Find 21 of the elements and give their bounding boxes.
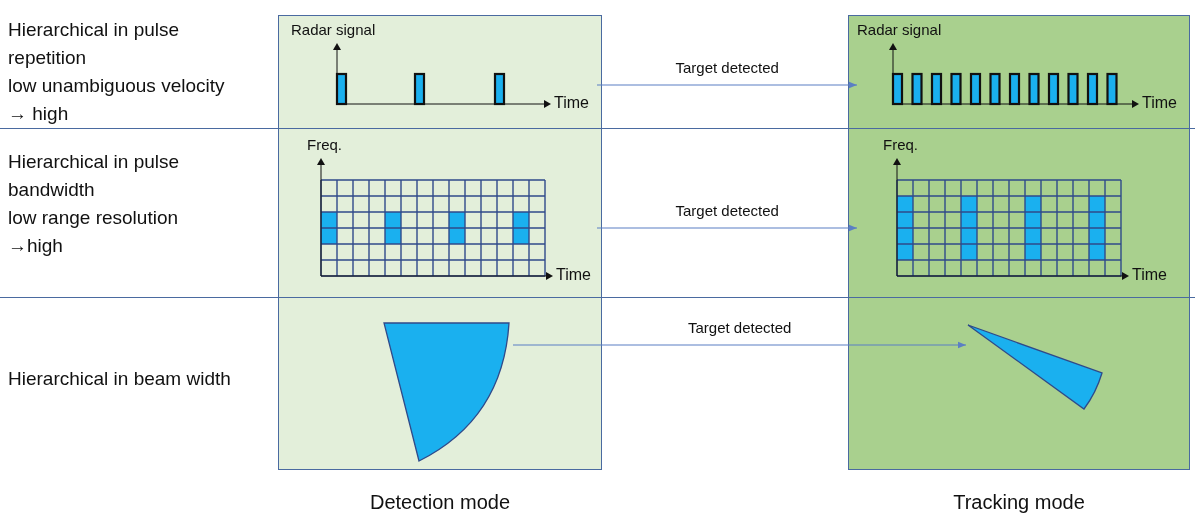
arrow <box>596 224 858 232</box>
row-description: low unambiguous velocity → high <box>8 74 226 126</box>
edge-label: Target detected <box>673 59 781 76</box>
row-description: Hierarchical in beam width <box>8 367 232 391</box>
panel-caption: Tracking mode <box>953 491 1085 514</box>
beam-sector <box>381 321 513 465</box>
x-axis-label: Time <box>1132 266 1167 284</box>
y-axis-label: Radar signal <box>857 21 942 38</box>
x-axis-label: Time <box>554 94 589 112</box>
y-axis-label: Freq. <box>883 136 918 153</box>
y-axis-label: Radar signal <box>291 21 376 38</box>
arrow <box>512 341 967 349</box>
y-axis-label: Freq. <box>307 136 342 153</box>
x-axis-label: Time <box>1142 94 1177 112</box>
arrow <box>596 81 858 89</box>
row-description: low range resolution →high <box>8 206 180 258</box>
edge-label: Target detected <box>673 202 781 219</box>
x-axis-label: Time <box>556 266 591 284</box>
panel-caption: Detection mode <box>369 491 511 514</box>
edge-label: Target detected <box>686 319 794 336</box>
beam-sector <box>966 323 1106 411</box>
